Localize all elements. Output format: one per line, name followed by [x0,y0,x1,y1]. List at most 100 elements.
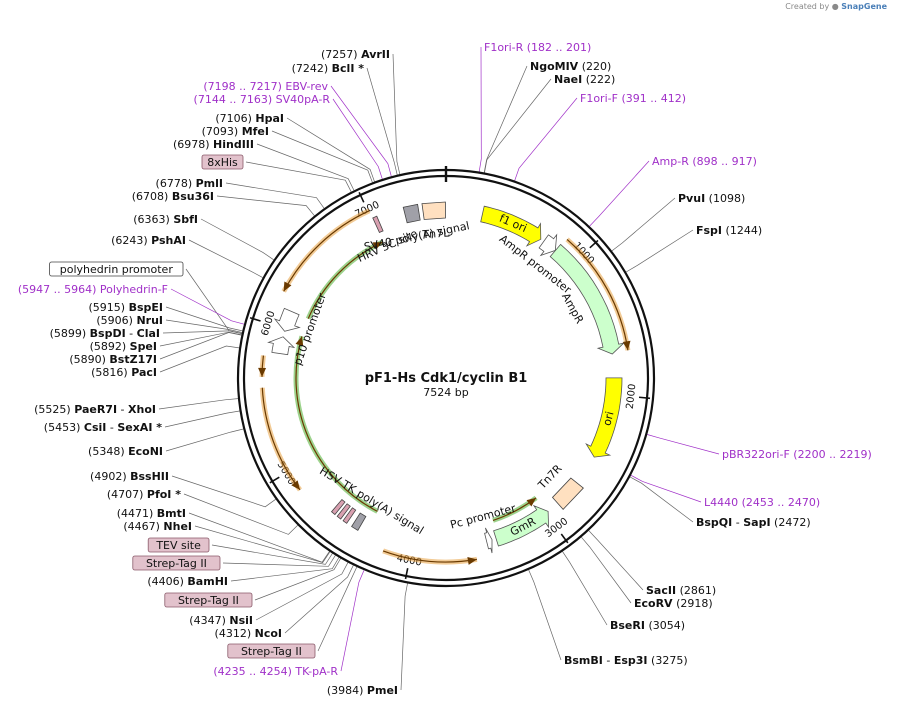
site-position: (6978) [173,138,210,151]
orf-green-left-line [295,336,378,512]
leader-line [629,476,694,523]
site-label: (5348) EcoNI [88,445,163,458]
site-position: (5525) [34,403,71,416]
tick-mark [404,568,409,580]
site-name: NcoI [255,627,282,640]
site-name: BspEI [129,301,163,314]
site-label: (5892) SpeI [90,340,157,353]
site-name: BclI * [332,62,365,75]
leader-line [332,98,383,180]
site-name: NsiI [229,614,253,627]
site-label: (5816) PacI [91,366,157,379]
primer-label: F1ori-F (391 .. 412) [580,92,686,105]
site-label: BsmBI - Esp3I (3275) [564,654,688,667]
feature-ampr-promoter [538,233,558,257]
site-label: (5915) BspEI [89,301,164,314]
leader-line [625,229,694,273]
site-name: HpaI [255,112,284,125]
site-name: EcoNI [128,445,163,458]
site-name: PaeR7I [74,403,117,416]
tick-mark [269,476,280,484]
primer-range: (7144 .. 7163) [194,93,273,106]
site-label: BspQI - SapI (2472) [696,516,811,529]
site-position: (4347) [189,614,226,627]
credit-prefix: Created by [785,2,830,11]
primer-range: (391 .. 412) [621,92,686,105]
tag-box [201,154,244,170]
site-name: NruI [136,314,163,327]
primer-name: pBR322ori-F [722,448,790,461]
feature-label: HSV TK poly(A) signal [317,464,426,537]
tick-label: 2000 [625,383,638,409]
orf-upper-left-line [283,210,370,292]
leader-line [216,195,315,216]
primer-range: (2200 .. 2219) [793,448,872,461]
primer-name: F1ori-R [484,41,524,54]
leader-line [183,493,298,535]
dash: - [126,327,137,340]
site-name: BspQI [696,516,732,529]
site-name: CsiI [84,421,106,434]
tag-label: Strep-Tag II [178,594,239,607]
primer-label: (7144 .. 7163) SV40pA-R [194,93,331,106]
site-position: (5453) [44,421,81,434]
primer-name: L4440 [704,496,738,509]
tag-label: TEV site [155,539,201,552]
leader-line [256,143,355,191]
dash: - [117,403,128,416]
leader-line [200,218,274,261]
site-position: (4467) [123,520,160,533]
tick-mark [589,239,599,249]
tag-label: 8xHis [207,156,238,169]
leader-line [562,551,608,626]
leader-line [514,97,578,181]
label-leader-lines [158,46,720,691]
leader-line [211,544,333,565]
leader-line [630,474,702,503]
site-name: SacII [646,584,676,597]
site-position: (1098) [709,192,746,205]
site-position: (4471) [117,507,154,520]
orf-ampr-outer-head [622,340,631,351]
leader-line [478,46,482,172]
primer-range: (4235 .. 4254) [213,665,292,678]
leader-line [483,65,528,173]
site-name: PmlI [196,177,223,190]
snapgene-credit: Created by ● SnapGene [785,2,887,11]
leader-line [159,331,242,347]
primer-label: pBR322ori-F (2200 .. 2219) [722,448,872,461]
primer-name: Polyhedrin-F [100,283,168,296]
site-name: FspI [696,224,722,237]
feature-label: p10 promoter [291,291,329,367]
tick-label: 6000 [260,310,278,338]
leader-line [581,536,632,604]
site-label: (7093) MfeI [202,125,269,138]
site-label: BseRI (3054) [610,619,685,632]
site-name: BstZ17I [109,353,157,366]
feature-ori [585,377,623,458]
site-position: (4406) [147,575,184,588]
site-label: (5453) CsiI - SexAI * [44,421,162,434]
site-position: (3275) [651,654,688,667]
feature-hrv-3c-site [372,215,384,234]
primer-range: (898 .. 917) [692,155,757,168]
tick-mark [249,317,261,322]
tick-mark [638,396,651,400]
feature-tags-2 [336,503,351,520]
leader-line [230,557,340,582]
leader-line [254,558,341,601]
site-label: NaeI (222) [554,73,615,86]
site-label: (5899) BspDI - ClaI [50,327,160,340]
leader-line [188,512,330,563]
site-name: PfoI * [147,488,181,501]
primer-name: SV40pA-R [276,93,331,106]
leader-line [400,583,408,691]
site-name: AvrII [361,48,390,61]
site-label: (5890) BstZ17I [69,353,157,366]
primer-label: L4440 (2453 .. 2470) [704,496,820,509]
feature-label: ori [600,410,616,427]
primer-label: (4235 .. 4254) TK-pA-R [213,665,338,678]
leader-line [245,161,352,192]
site-name: EcoRV [634,597,673,610]
